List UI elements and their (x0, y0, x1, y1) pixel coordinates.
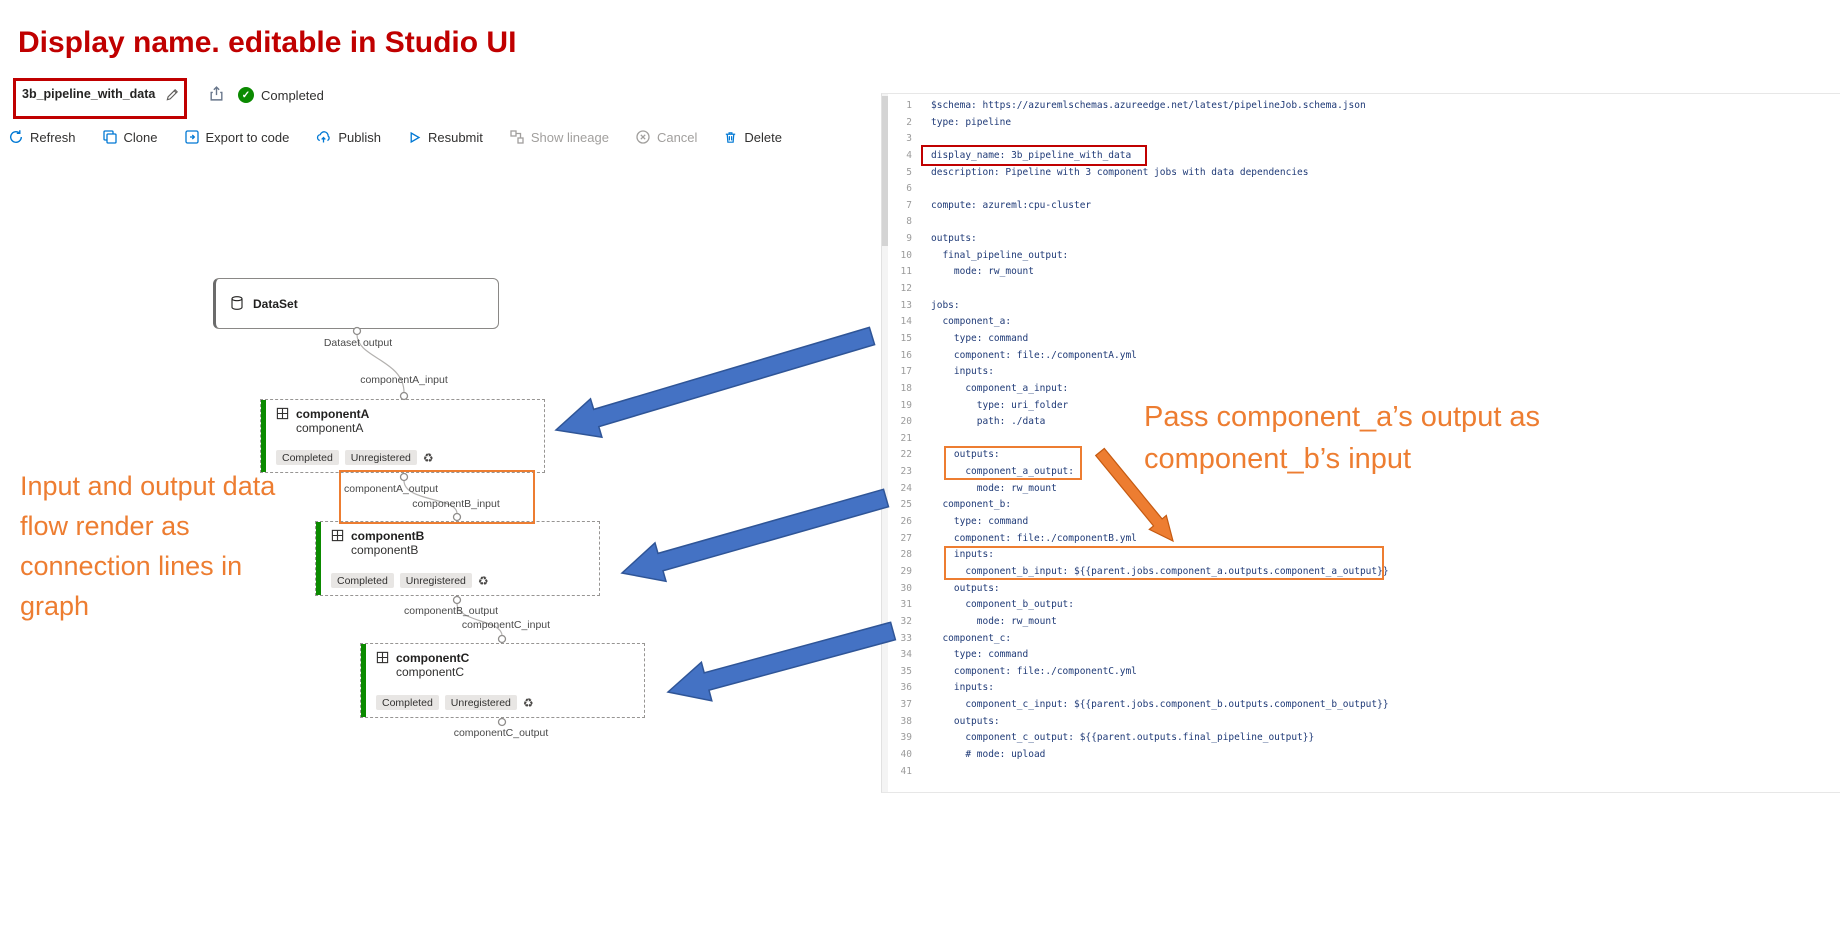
code-lines[interactable]: 1$schema: https://azuremlschemas.azureed… (900, 100, 1389, 777)
edge-label-componentB-input: componentB_input (412, 498, 500, 510)
publish-button[interactable]: Publish (315, 129, 381, 145)
lineage-icon (510, 130, 524, 144)
node-subtitle: componentC (396, 665, 465, 679)
clone-button[interactable]: Clone (102, 129, 158, 145)
status-badge: Completed (261, 88, 324, 103)
show-lineage-label: Show lineage (530, 129, 609, 145)
annotation-left-note: Input and output data flow render as con… (20, 471, 276, 621)
recycle-icon: ♻ (522, 695, 534, 710)
cancel-icon (636, 130, 650, 144)
export-to-code-button[interactable]: Export to code (184, 129, 290, 145)
delete-button[interactable]: Delete (723, 130, 782, 145)
show-lineage-button[interactable]: Show lineage (509, 129, 609, 145)
cancel-label: Cancel (656, 129, 698, 145)
recycle-icon: ♻ (422, 450, 434, 465)
resubmit-button[interactable]: Resubmit (407, 130, 483, 145)
node-status-bar (261, 400, 266, 472)
node-status-badge: Completed (331, 573, 394, 588)
code-scrollbar-thumb[interactable] (882, 96, 888, 246)
dataset-node-title: DataSet (253, 296, 298, 311)
node-registration-badge: Unregistered (344, 450, 417, 465)
database-icon (231, 296, 243, 310)
node-status-bar (361, 644, 366, 717)
clone-label: Clone (123, 129, 158, 145)
recycle-icon: ♻ (477, 573, 489, 588)
node-registration-badge: Unregistered (399, 573, 472, 588)
cancel-button[interactable]: Cancel (635, 129, 697, 145)
node-status-bar (316, 522, 321, 595)
toolbar: Refresh Clone Export to code Publish Res… (8, 129, 782, 145)
node-title: componentC (396, 651, 470, 665)
blue-arrow-to-componentA (554, 326, 876, 439)
component-grid-icon (331, 529, 344, 542)
code-scrollbar[interactable] (882, 94, 888, 792)
node-title: componentB (351, 529, 425, 543)
component-b-node[interactable]: componentB componentB Completed Unregist… (315, 521, 600, 596)
component-a-node[interactable]: componentA componentA Completed Unregist… (260, 399, 545, 473)
node-subtitle: componentA (296, 421, 364, 435)
dataset-node[interactable]: DataSet (213, 278, 499, 329)
node-status-badge: Completed (276, 450, 339, 465)
annotation-box-graph-labels (339, 470, 535, 524)
edge-label-componentB-output: componentB_output (404, 605, 498, 617)
annotation-heading: Display name. editable in Studio UI (18, 26, 517, 59)
delete-label: Delete (744, 129, 782, 145)
component-grid-icon (276, 407, 289, 420)
share-icon[interactable] (208, 85, 225, 107)
export-code-icon (184, 130, 199, 144)
refresh-button[interactable]: Refresh (8, 129, 76, 145)
edge-label-componentC-input: componentC_input (461, 619, 551, 631)
refresh-label: Refresh (30, 129, 76, 145)
blue-arrow-to-componentC (666, 621, 897, 702)
status-check-icon: ✓ (238, 87, 254, 103)
publish-label: Publish (338, 129, 381, 145)
refresh-icon (10, 130, 22, 143)
edge-label-componentA-input: componentA_input (360, 374, 448, 386)
yaml-code-panel[interactable]: 1$schema: https://azuremlschemas.azureed… (881, 93, 1840, 793)
annotation-right-note: Pass component_a’s output as component_b… (1144, 401, 1541, 475)
delete-trash-icon (726, 131, 736, 143)
node-status-badge: Completed (376, 695, 439, 710)
edge-label-componentA-output: componentA_output (344, 483, 438, 495)
component-grid-icon (376, 651, 389, 664)
resubmit-label: Resubmit (427, 129, 483, 145)
edit-pencil-icon[interactable] (165, 87, 180, 107)
blue-arrow-to-componentB (620, 488, 890, 583)
node-registration-badge: Unregistered (444, 695, 517, 710)
publish-cloud-icon (317, 131, 331, 143)
clone-icon (102, 130, 117, 144)
pipeline-title: 3b_pipeline_with_data (22, 87, 156, 101)
edge-label-dataset-output: Dataset output (323, 337, 393, 349)
export-to-code-label: Export to code (205, 129, 290, 145)
node-subtitle: componentB (351, 543, 419, 557)
edge-label-componentC-output: componentC_output (453, 727, 549, 739)
node-title: componentA (296, 407, 370, 421)
component-c-node[interactable]: componentC componentC Completed Unregist… (360, 643, 645, 718)
resubmit-play-icon (410, 131, 421, 143)
